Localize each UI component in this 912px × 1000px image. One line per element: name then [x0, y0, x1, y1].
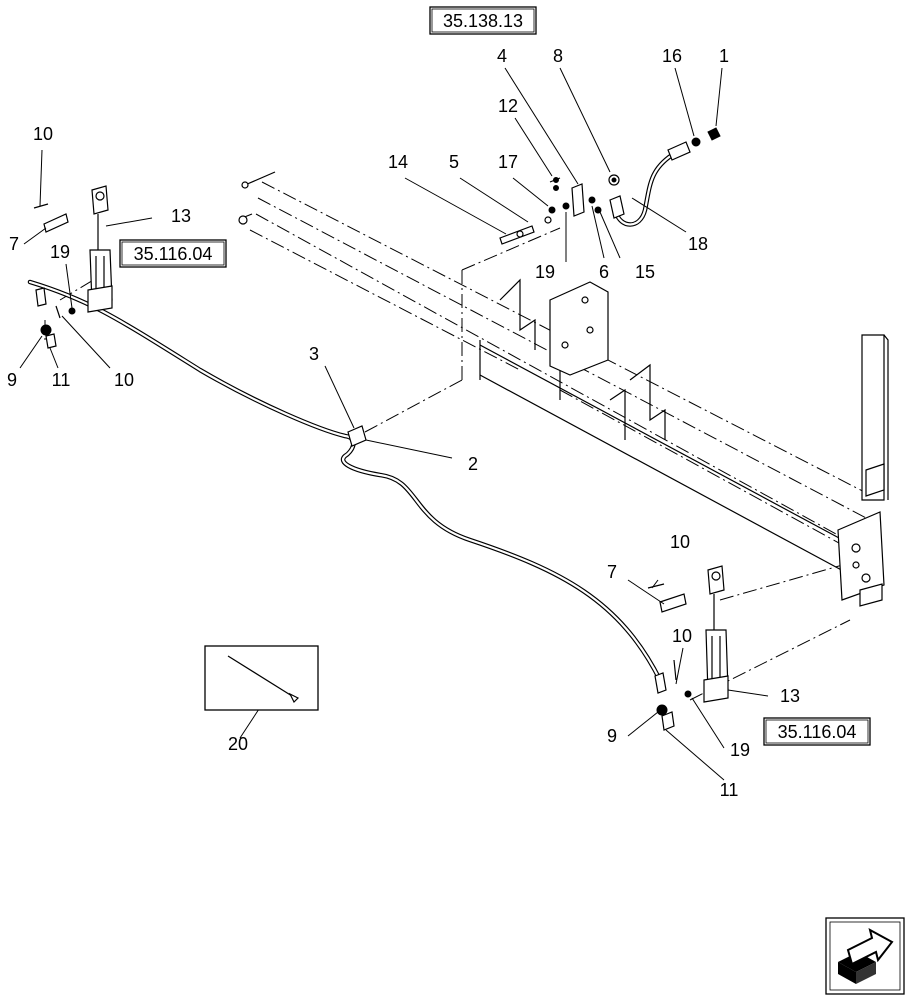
callout-18: 18 [688, 234, 708, 254]
inset-box [204, 645, 319, 711]
frame-assembly [44, 171, 889, 701]
reference-label-top: 35.138.13 [443, 11, 523, 31]
callout-8: 8 [553, 46, 563, 66]
callout-16: 16 [662, 46, 682, 66]
right-cylinder [647, 565, 729, 731]
reference-label-right: 35.116.04 [778, 722, 857, 742]
callout-10-left-bottom: 10 [114, 370, 134, 390]
callout-3: 3 [309, 344, 319, 364]
callout-9-left: 9 [7, 370, 17, 390]
callout-20: 20 [228, 734, 248, 754]
callout-15: 15 [635, 262, 655, 282]
reference-box-left[interactable]: 35.116.04 [119, 239, 227, 268]
callout-4: 4 [497, 46, 507, 66]
reference-box-right[interactable]: 35.116.04 [763, 717, 871, 746]
callout-13-right: 13 [780, 686, 800, 706]
next-page-arrow-icon[interactable] [825, 917, 905, 995]
callout-14: 14 [388, 152, 408, 172]
callout-17: 17 [498, 152, 518, 172]
left-cylinder [33, 185, 113, 349]
callout-5: 5 [449, 152, 459, 172]
leader-lines [19, 67, 769, 781]
cable-tie-icon [227, 655, 300, 704]
callout-numbers: 1 16 8 4 12 17 5 14 19 6 15 18 10 7 13 1… [7, 46, 800, 800]
callout-9-right: 9 [607, 726, 617, 746]
callout-19-top: 19 [535, 262, 555, 282]
callout-7-left: 7 [9, 234, 19, 254]
callout-11-right: 11 [720, 780, 739, 800]
hydraulic-hose [27, 279, 667, 694]
callout-1: 1 [719, 46, 729, 66]
reference-label-left: 35.116.04 [134, 244, 213, 264]
callout-19-left: 19 [50, 242, 70, 262]
callout-10-left-top: 10 [33, 124, 53, 144]
reference-box-top[interactable]: 35.138.13 [429, 6, 537, 35]
callout-13-left: 13 [171, 206, 191, 226]
callout-10-right-top: 10 [670, 532, 690, 552]
callout-10-right-bottom: 10 [672, 626, 692, 646]
callout-7-right: 7 [607, 562, 617, 582]
callout-19-right: 19 [730, 740, 750, 760]
upper-hose-assembly [608, 127, 721, 227]
callout-2: 2 [468, 454, 478, 474]
callout-11-left: 11 [52, 370, 71, 390]
callout-6: 6 [599, 262, 609, 282]
callout-12: 12 [498, 96, 518, 116]
valve-block [499, 177, 602, 245]
